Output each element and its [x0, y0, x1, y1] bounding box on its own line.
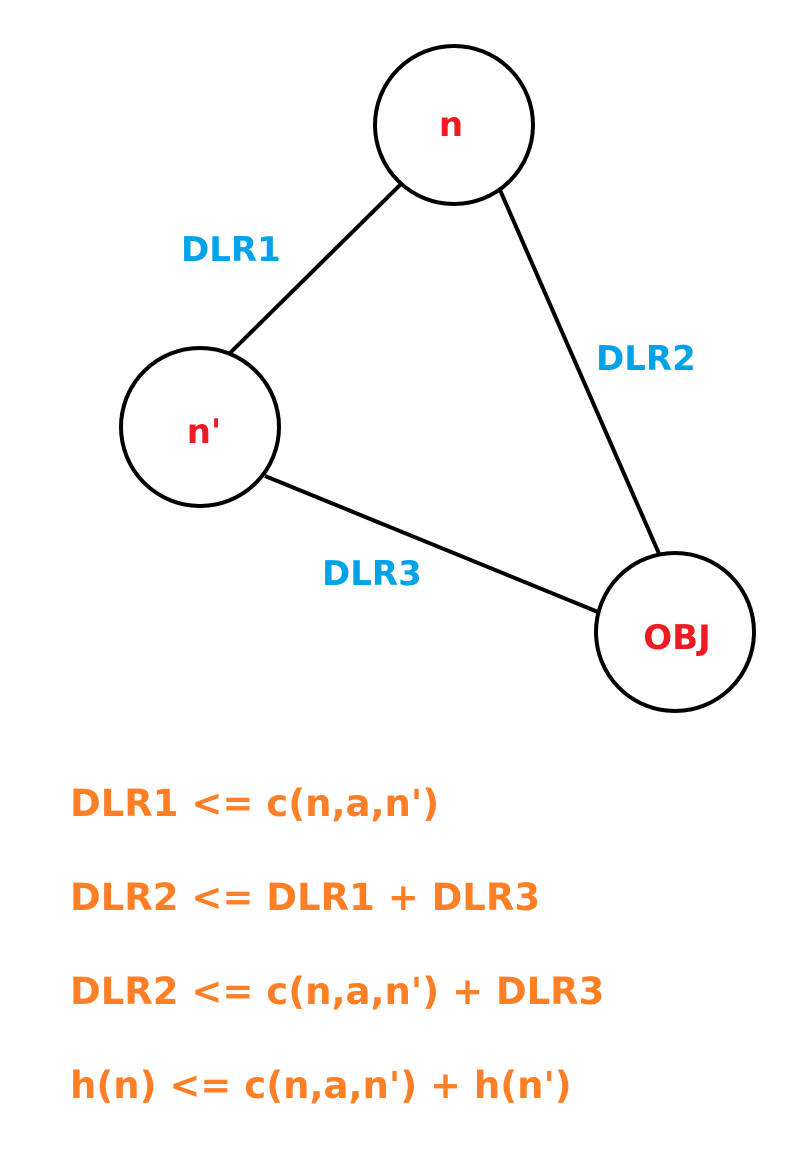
edge-n-to-n-prime [228, 183, 402, 355]
edge-label-dlr1: DLR1 [181, 230, 281, 270]
node-n-prime-label: n' [187, 412, 222, 452]
node-n-label: n [439, 105, 463, 145]
equation-2: DLR2 <= DLR1 + DLR3 [70, 876, 541, 919]
node-n: n [373, 44, 535, 206]
equation-3: DLR2 <= c(n,a,n') + DLR3 [70, 970, 605, 1013]
equation-list: DLR1 <= c(n,a,n') DLR2 <= DLR1 + DLR3 DL… [70, 780, 604, 1156]
node-n-prime: n' [119, 346, 281, 508]
graph-diagram: n n' OBJ DLR1 DLR2 DLR3 [119, 44, 756, 713]
node-obj-label: OBJ [643, 618, 710, 658]
edge-n-to-obj [498, 189, 662, 557]
edge-n-prime-to-obj [264, 474, 599, 614]
equation-1: DLR1 <= c(n,a,n') [70, 782, 440, 825]
edge-label-dlr3: DLR3 [322, 554, 422, 594]
equation-4: h(n) <= c(n,a,n') + h(n') [70, 1064, 572, 1107]
node-obj: OBJ [594, 551, 756, 713]
edge-label-dlr2: DLR2 [596, 339, 696, 379]
